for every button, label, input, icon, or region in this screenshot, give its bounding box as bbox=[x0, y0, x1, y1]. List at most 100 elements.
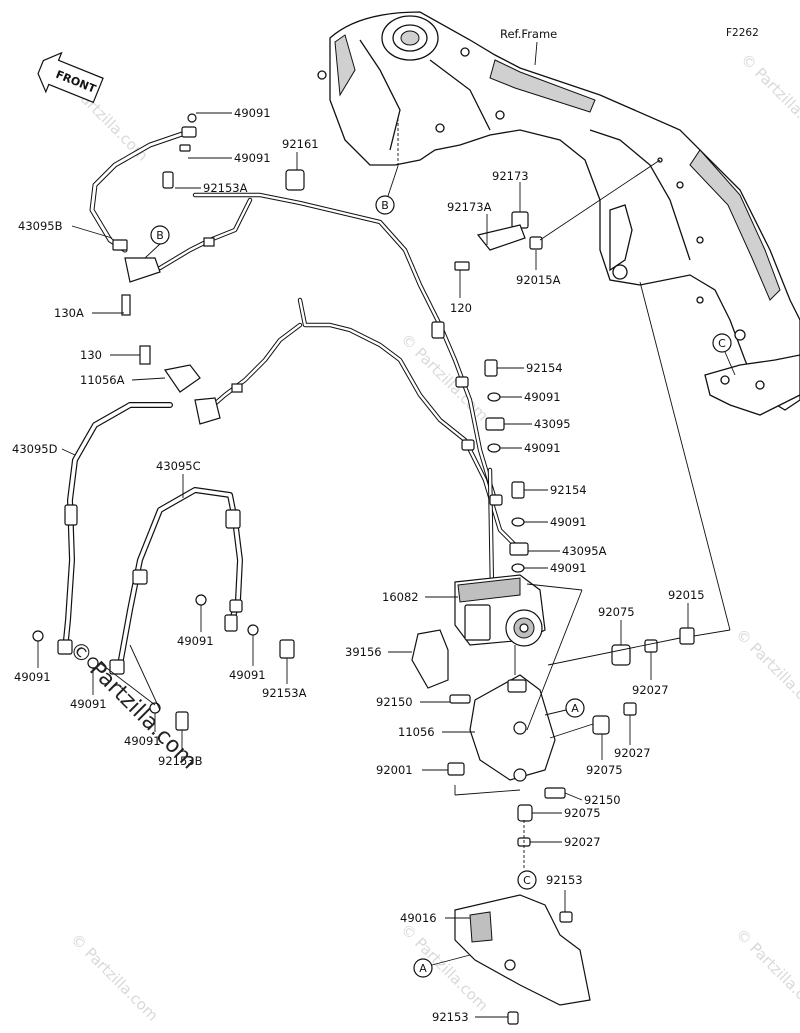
frame-bolt bbox=[495, 110, 505, 120]
hose-clip bbox=[132, 569, 148, 585]
banjo-fitting bbox=[181, 126, 197, 138]
steering-head-inner bbox=[400, 30, 420, 46]
pipe-clamp-92161 bbox=[285, 169, 305, 191]
washer-49091 bbox=[195, 594, 207, 606]
frame-edge bbox=[589, 129, 691, 261]
part-label: 92153 bbox=[432, 1010, 469, 1024]
pipe-joint-front bbox=[194, 397, 221, 425]
banjo-bolt-92153b bbox=[175, 711, 189, 731]
bolt-92150 bbox=[449, 694, 471, 704]
frame-hole bbox=[696, 296, 704, 304]
part-label: 92150 bbox=[584, 793, 621, 807]
part-label: 39156 bbox=[345, 645, 382, 659]
pipe-joint-b bbox=[124, 257, 161, 283]
collar-92015 bbox=[679, 627, 695, 645]
callout-c-label: C bbox=[523, 874, 531, 887]
part-label: 92150 bbox=[376, 695, 413, 709]
hose-clip bbox=[225, 509, 241, 529]
part-label: 49091 bbox=[234, 106, 271, 120]
abs-bracket-11056 bbox=[447, 674, 566, 799]
frame-bracket bbox=[609, 204, 633, 272]
washer-49091 bbox=[179, 144, 191, 152]
abs-cover-hole bbox=[504, 959, 516, 971]
bolt-130 bbox=[139, 345, 151, 365]
brake-hose-43095b-inner bbox=[90, 131, 187, 252]
part-label: 43095A bbox=[562, 544, 607, 558]
callout-c-label: C bbox=[718, 337, 726, 350]
frame-edge bbox=[429, 59, 491, 131]
frame-shading bbox=[489, 59, 596, 113]
watermark-text: © Partzilla.com bbox=[67, 930, 162, 1025]
bracket-11056a bbox=[163, 364, 201, 393]
callout-b-label: B bbox=[381, 199, 389, 212]
frame-hole bbox=[734, 329, 746, 341]
part-label: 92075 bbox=[564, 806, 601, 820]
banjo-bolt-92153a bbox=[279, 639, 295, 659]
bolt-120 bbox=[454, 261, 470, 271]
part-label: 92001 bbox=[376, 763, 413, 777]
part-label: 92075 bbox=[586, 763, 623, 777]
banjo-fitting bbox=[224, 614, 238, 632]
brake-hose-43095d-inner bbox=[63, 403, 172, 652]
banjo-fitting bbox=[109, 659, 125, 675]
part-label: 49091 bbox=[524, 390, 561, 404]
part-label: 130 bbox=[80, 348, 102, 362]
bracket-hole bbox=[513, 768, 527, 782]
part-label: 120 bbox=[450, 301, 472, 315]
hose-ferrule bbox=[112, 239, 128, 251]
figure-number: F2262 bbox=[726, 27, 759, 39]
frame-edge bbox=[359, 39, 401, 151]
bolt-92150 bbox=[544, 787, 566, 799]
bolt-92001 bbox=[447, 762, 465, 776]
part-label: 92153A bbox=[262, 686, 307, 700]
washer-49091 bbox=[187, 113, 197, 123]
part-label: 92173 bbox=[492, 169, 529, 183]
part-label: 49091 bbox=[234, 151, 271, 165]
abs-bracket-plate bbox=[469, 674, 556, 781]
watermark-text: © Partzilla.com bbox=[737, 50, 800, 145]
part-label: 43095B bbox=[18, 219, 63, 233]
part-label: 92161 bbox=[282, 137, 319, 151]
washer-49091 bbox=[32, 630, 44, 642]
upper-mount-parts bbox=[454, 211, 543, 573]
pipe-grommet bbox=[431, 321, 445, 339]
callout-b-circle bbox=[375, 195, 395, 215]
abs-hydraulic-unit bbox=[454, 574, 546, 647]
bolt-92154 bbox=[484, 359, 498, 377]
part-label: 92027 bbox=[564, 835, 601, 849]
grommet-92075 bbox=[517, 804, 533, 822]
frame-lower-bracket bbox=[704, 354, 800, 416]
pipe-nut bbox=[203, 237, 215, 247]
part-label: 92173A bbox=[447, 200, 492, 214]
watermark-text: © Partzilla.com bbox=[732, 625, 800, 720]
callout-c-circle bbox=[517, 870, 537, 890]
bracket-hole bbox=[513, 721, 527, 735]
part-label: 11056 bbox=[398, 725, 435, 739]
pipe-nut bbox=[455, 376, 469, 388]
part-label: 92153B bbox=[158, 754, 203, 768]
part-label: 49091 bbox=[124, 734, 161, 748]
frame-hole bbox=[696, 236, 704, 244]
banjo-43095 bbox=[485, 417, 505, 431]
part-label: 49091 bbox=[177, 634, 214, 648]
abs-motor-shaft bbox=[519, 623, 529, 633]
brake-pipe-branch bbox=[157, 197, 253, 271]
banjo-fitting bbox=[57, 639, 73, 655]
brake-pipe-middle-inner bbox=[298, 298, 517, 547]
part-label: 49091 bbox=[550, 515, 587, 529]
hose-ferrule bbox=[229, 599, 243, 613]
frame-bolt bbox=[435, 123, 445, 133]
washer-49091 bbox=[511, 517, 525, 527]
callout-c-circle bbox=[712, 333, 732, 353]
part-label: 43095C bbox=[156, 459, 201, 473]
pipe-nut bbox=[231, 383, 243, 393]
brake-pipe-front-inner bbox=[208, 323, 302, 410]
callout-b-label: B bbox=[156, 229, 164, 242]
part-label: 49091 bbox=[229, 668, 266, 682]
callouts: B B C C A A bbox=[144, 165, 736, 978]
bolt-92153 bbox=[559, 911, 573, 923]
part-label: 92027 bbox=[614, 746, 651, 760]
part-label: 92015 bbox=[668, 588, 705, 602]
